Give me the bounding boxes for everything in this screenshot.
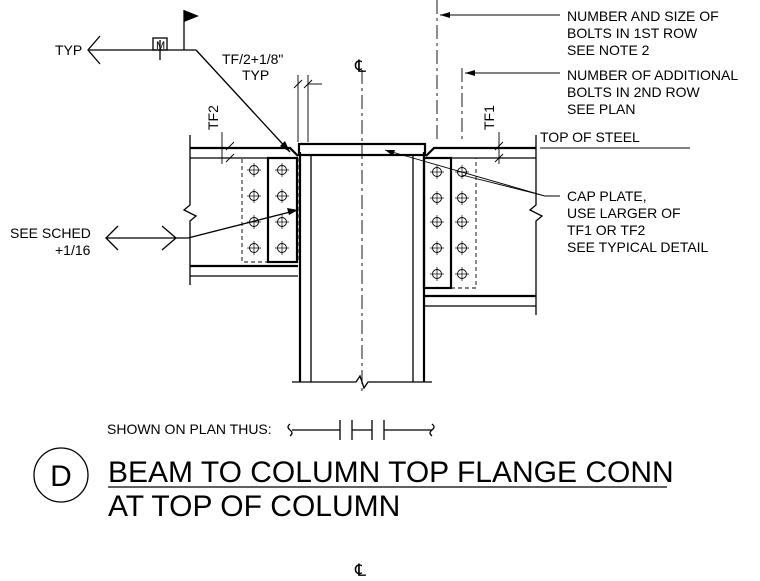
svg-text:TYP: TYP [242,67,269,83]
note-tf-half: TF/2+1/8" TYP [222,51,283,83]
svg-text:CAP PLATE,: CAP PLATE, [567,188,647,204]
weld-symbol-sched [105,208,299,251]
detail-title-line2: AT TOP OF COLUMN [108,490,400,523]
tf2-label: TF2 [205,105,221,130]
svg-text:SEE SCHED: SEE SCHED [10,225,91,241]
right-shear-tab [422,156,453,290]
svg-text:SEE NOTE 2: SEE NOTE 2 [567,42,650,58]
weld-m-label: M [156,40,165,52]
leader-cap-plate [384,149,560,197]
note-cap-plate: CAP PLATE, USE LARGER OF TF1 OR TF2 SEE … [567,188,709,255]
svg-text:NUMBER AND SIZE OF: NUMBER AND SIZE OF [567,8,719,24]
svg-text:SEE TYPICAL DETAIL: SEE TYPICAL DETAIL [567,239,709,255]
note-bolts-2nd-row: NUMBER OF ADDITIONAL BOLTS IN 2ND ROW SE… [567,67,738,117]
note-bolts-1st-row: NUMBER AND SIZE OF BOLTS IN 1ST ROW SEE … [567,8,719,58]
svg-text:BOLTS IN 2ND ROW: BOLTS IN 2ND ROW [567,84,701,100]
svg-text:BOLTS IN 1ST ROW: BOLTS IN 1ST ROW [567,25,698,41]
shown-on-plan-label: SHOWN ON PLAN THUS: [107,421,272,437]
leader-cap-plate-2 [461,174,546,197]
centerline-symbol-top: ℄ [354,57,366,76]
leader-bolts-2nd [465,70,560,76]
plan-symbol [287,420,435,440]
note-typ: TYP [55,42,82,58]
svg-text:NUMBER OF ADDITIONAL: NUMBER OF ADDITIONAL [567,67,738,83]
cap-plate [297,142,427,157]
note-top-of-steel: TOP OF STEEL [540,129,640,145]
left-beam [182,135,299,285]
note-see-sched: SEE SCHED +1/16 [10,225,91,258]
weld-symbol-typ [87,10,291,153]
leader-bolts-1st [440,12,560,18]
svg-text:SEE PLAN: SEE PLAN [567,101,635,117]
tf1-label: TF1 [481,105,497,130]
svg-text:+1/16: +1/16 [55,242,91,258]
svg-text:TF1 OR TF2: TF1 OR TF2 [567,222,646,238]
svg-text:TF/2+1/8": TF/2+1/8" [222,51,283,67]
bolt-group [247,163,469,281]
centerline-symbol-bottom: ℄ [354,561,366,580]
detail-title-line1: BEAM TO COLUMN TOP FLANGE CONN [108,456,674,489]
detail-id: D [50,460,72,493]
svg-text:USE LARGER OF: USE LARGER OF [567,205,681,221]
detail-bubble [33,447,89,503]
